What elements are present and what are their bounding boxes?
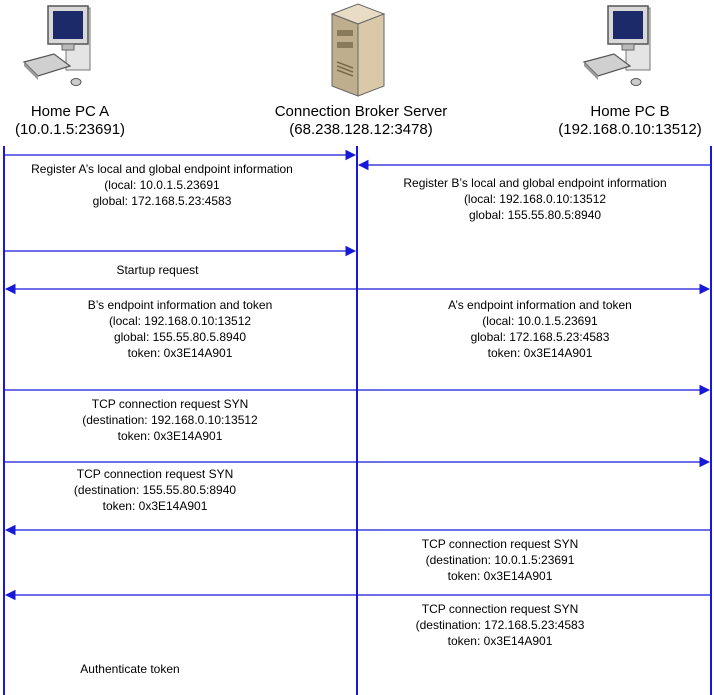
message-line: token: 0x3E14A901 [102,499,208,513]
message-line: B’s endpoint information and token [87,298,273,312]
message-line: (local: 10.0.1.5.23691 [104,178,220,192]
message-line: TCP connection request SYN [421,537,579,551]
message-line: (local: 10.0.1.5.23691 [482,314,598,328]
actor-b-name: Home PC B [590,103,670,120]
message-a-endpoint-info: A’s endpoint information and token (loca… [430,297,650,361]
message-line: token: 0x3E14A901 [447,569,553,583]
message-tcp-syn-2: TCP connection request SYN (destination:… [50,466,260,514]
message-line: TCP connection request SYN [91,397,249,411]
message-line: Startup request [116,263,199,277]
message-startup-request: Startup request [90,262,225,278]
message-line: (destination: 10.0.1.5:23691 [425,553,575,567]
actor-server-address: (68.238.128.12:3478) [289,121,433,138]
message-line: global: 172.168.5.23:4583 [470,330,610,344]
server-tower-icon [330,3,386,97]
message-line: (destination: 155.55.80.5:8940 [73,483,237,497]
message-line: Register A’s local and global endpoint i… [31,162,293,176]
message-tcp-syn-1: TCP connection request SYN (destination:… [60,396,280,444]
actor-a-name: Home PC A [30,103,110,120]
message-register-b: Register B’s local and global endpoint i… [382,175,688,223]
message-register-a: Register A’s local and global endpoint i… [6,161,318,209]
message-line: global: 155.55.80.5.8940 [113,330,247,344]
message-line: TCP connection request SYN [76,467,234,481]
message-line: global: 155.55.80.5:8940 [468,208,602,222]
actor-a-address: (10.0.1.5:23691) [14,121,126,138]
message-line: (destination: 192.168.0.10:13512 [82,413,258,427]
message-b-endpoint-info: B’s endpoint information and token (loca… [70,297,290,361]
message-line: token: 0x3E14A901 [447,634,553,648]
message-line: token: 0x3E14A901 [127,346,233,360]
message-tcp-syn-3: TCP connection request SYN (destination:… [400,536,600,584]
message-line: Register B’s local and global endpoint i… [403,176,667,190]
message-line: (local: 192.168.0.10:13512 [108,314,252,328]
message-line: Authenticate token [80,662,180,676]
desktop-pc-icon [22,5,91,86]
message-line: token: 0x3E14A901 [487,346,593,360]
message-line: A’s endpoint information and token [448,298,632,312]
actor-b-address: (192.168.0.10:13512) [558,121,702,138]
message-line: (local: 192.168.0.10:13512 [463,192,607,206]
message-line: (destination: 172.168.5.23:4583 [415,618,585,632]
actor-server-name: Connection Broker Server [274,103,448,120]
message-authenticate-token: Authenticate token [70,661,190,677]
message-line: token: 0x3E14A901 [117,429,223,443]
message-line: TCP connection request SYN [421,602,579,616]
desktop-pc-icon [582,5,651,86]
message-line: global: 172.168.5.23:4583 [92,194,232,208]
message-tcp-syn-4: TCP connection request SYN (destination:… [400,601,600,649]
